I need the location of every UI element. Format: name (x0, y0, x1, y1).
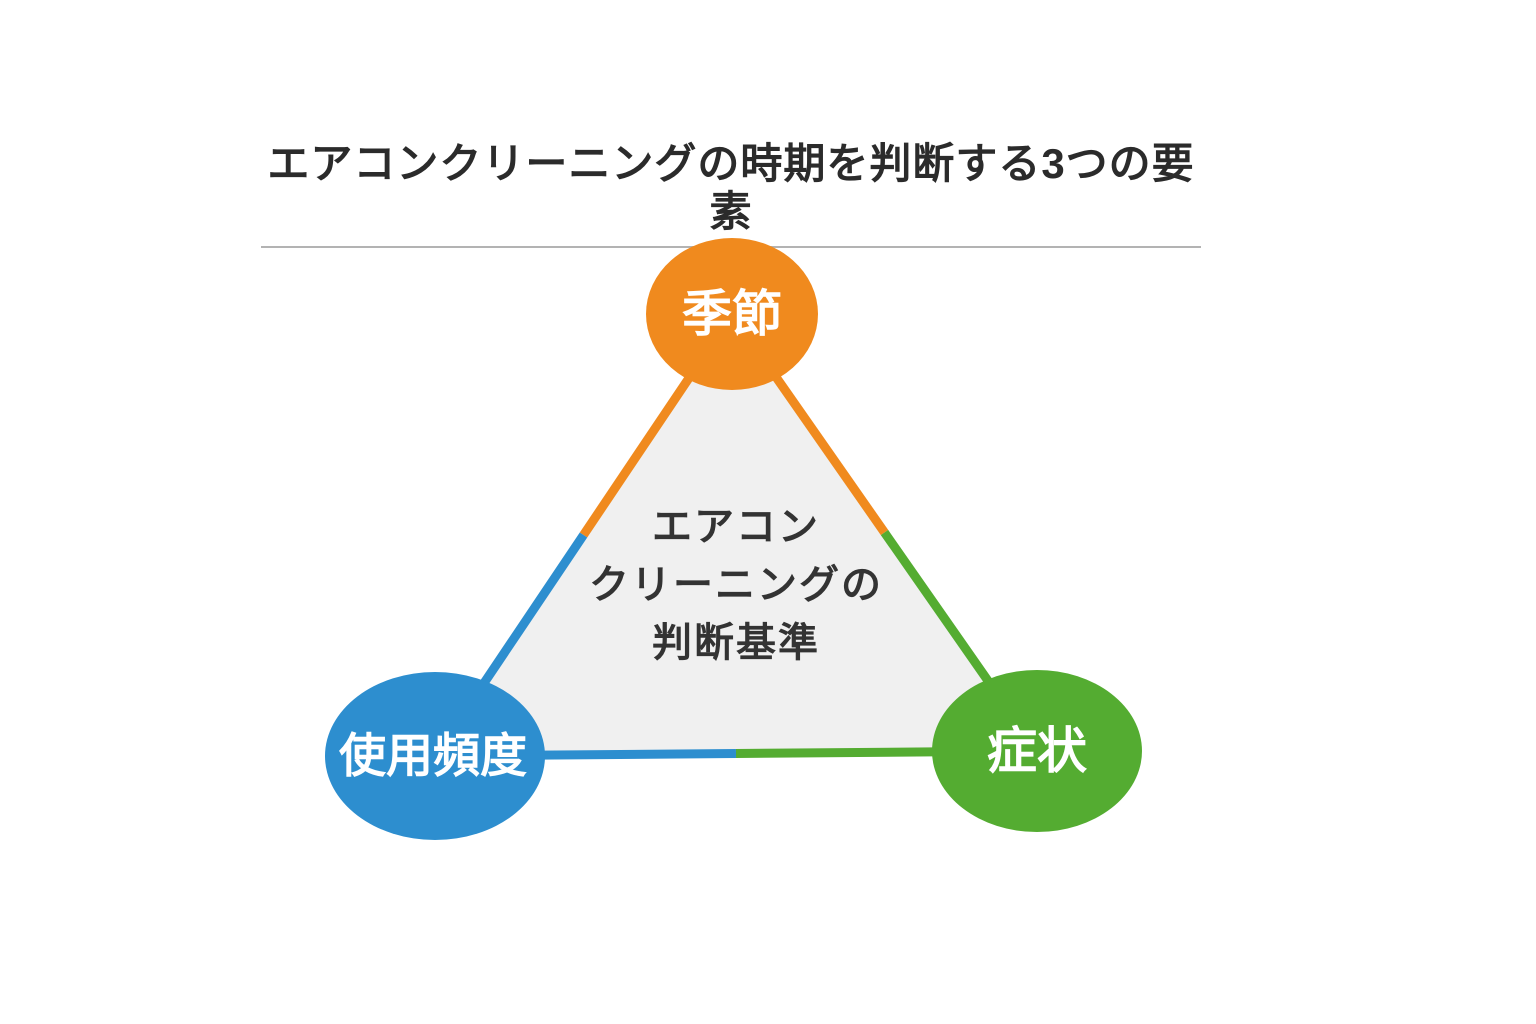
node-symptoms-circle (932, 670, 1142, 832)
node-season-circle (646, 238, 818, 390)
triangle-center-caption: エアコン クリーニングの 判断基準 (486, 498, 986, 672)
triangle-fill-area (435, 314, 1037, 756)
node-usage-frequency-circle (325, 672, 545, 840)
node-symptoms-label: 症状 (987, 723, 1088, 779)
center-caption-line-3: 判断基準 (652, 621, 820, 665)
node-season-label: 季節 (682, 286, 782, 342)
page-title: エアコンクリーニングの時期を判断する3つの要素 (261, 140, 1201, 248)
center-caption-line-1: エアコン (652, 505, 820, 549)
node-usage-frequency-label: 使用頻度 (339, 729, 527, 782)
center-caption-line-2: クリーニングの (589, 563, 883, 607)
